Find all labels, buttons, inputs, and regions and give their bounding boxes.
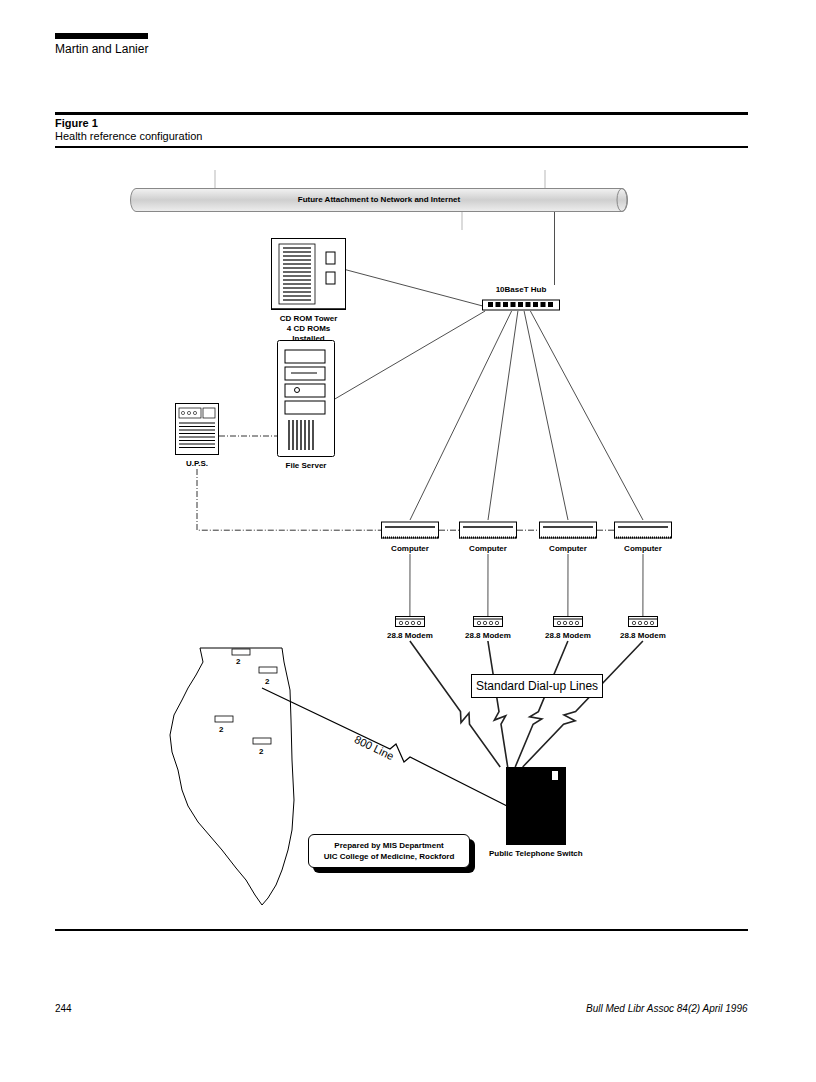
network-cable — [487, 554, 488, 616]
network-cable — [524, 311, 568, 520]
network-cable — [642, 554, 643, 616]
network-cable — [554, 212, 555, 285]
network-hub-icon — [482, 297, 560, 311]
page-number: 244 — [55, 1003, 72, 1014]
network-cable — [335, 311, 485, 399]
box-label: Standard Dial-up Lines — [476, 678, 598, 694]
file-server-icon — [277, 340, 335, 457]
network-cable — [530, 311, 643, 520]
dial-up-box: Standard Dial-up Lines — [471, 674, 603, 698]
node-label: Computer — [614, 544, 672, 554]
node-label: 10BaseT Hub — [482, 285, 560, 295]
power-line — [597, 530, 614, 531]
bottom-rule — [55, 929, 748, 931]
node-label: Computer — [539, 544, 597, 554]
telephone-switch-icon — [506, 767, 566, 845]
network-cable — [410, 311, 512, 520]
node-label: 28.8 Modem — [620, 631, 666, 641]
computer-icon — [459, 520, 517, 540]
figure-caption: Health reference configuration — [55, 130, 202, 142]
network-cable — [567, 554, 568, 616]
figure-title: Figure 1 — [55, 117, 98, 129]
power-line — [517, 530, 539, 531]
node-label: 4 CD ROMs Installed — [278, 324, 340, 344]
network-cable — [409, 554, 410, 616]
callout-number: 2 — [265, 677, 269, 686]
network-cable — [346, 270, 482, 306]
credit-text: Prepared by MIS Department — [309, 840, 469, 851]
800-line-wire — [262, 688, 507, 806]
journal-citation: Bull Med Libr Assoc 84(2) April 1996 — [586, 1003, 748, 1014]
credit-text: UIC College of Medicine, Rockford — [309, 851, 469, 862]
node-label: Computer — [459, 544, 517, 554]
ups-unit: U.P.S. — [175, 403, 219, 469]
node-label: Computer — [381, 544, 439, 554]
power-line — [197, 469, 381, 530]
computer-icon — [539, 520, 597, 540]
modem: 28.8 Modem — [387, 616, 433, 641]
node-label: 28.8 Modem — [465, 631, 511, 641]
network-hub: 10BaseT Hub — [482, 285, 560, 311]
ups-unit-icon — [175, 403, 219, 455]
caption-rule — [55, 146, 748, 148]
node-label: File Server — [277, 461, 335, 471]
line-label: 800 Line — [353, 733, 396, 762]
node-label: U.P.S. — [175, 459, 219, 469]
computer: Computer — [381, 520, 439, 554]
computer: Computer — [459, 520, 517, 554]
modem: 28.8 Modem — [620, 616, 666, 641]
modem-icon — [473, 616, 503, 627]
illinois-outline — [170, 648, 294, 905]
network-pipe: Future Attachment to Network and Interne… — [130, 188, 628, 212]
modem: 28.8 Modem — [545, 616, 591, 641]
node-label: 28.8 Modem — [387, 631, 433, 641]
pipe-label: Future Attachment to Network and Interne… — [130, 188, 628, 212]
computer-icon — [614, 520, 672, 540]
callout-number: 2 — [259, 747, 263, 756]
callout-number: 2 — [219, 725, 223, 734]
computer: Computer — [614, 520, 672, 554]
top-rule — [55, 112, 748, 115]
running-header: Martin and Lanier — [55, 42, 148, 56]
dial-up-line — [523, 641, 643, 767]
power-line — [219, 436, 277, 437]
cd-rom-tower: CD ROM Tower4 CD ROMs Installed — [271, 238, 346, 344]
node-label: CD ROM Tower — [271, 314, 346, 324]
computer-icon — [381, 520, 439, 540]
credit-box: Prepared by MIS DepartmentUIC College of… — [308, 834, 470, 868]
node-label: Public Telephone Switch — [489, 849, 583, 859]
modem: 28.8 Modem — [465, 616, 511, 641]
node-label: 28.8 Modem — [545, 631, 591, 641]
modem-icon — [395, 616, 425, 627]
dial-up-line — [488, 641, 508, 767]
network-cable — [488, 311, 518, 520]
cd-rom-tower-icon — [271, 238, 346, 310]
file-server: File Server — [277, 340, 335, 471]
modem-icon — [553, 616, 583, 627]
dial-up-line — [410, 641, 500, 767]
callout-number: 2 — [236, 657, 240, 666]
computer: Computer — [539, 520, 597, 554]
telephone-switch: Public Telephone Switch — [489, 767, 583, 859]
map-modem-icons — [215, 649, 277, 744]
header-bar — [55, 33, 148, 39]
power-line — [439, 530, 459, 531]
modem-icon — [628, 616, 658, 627]
